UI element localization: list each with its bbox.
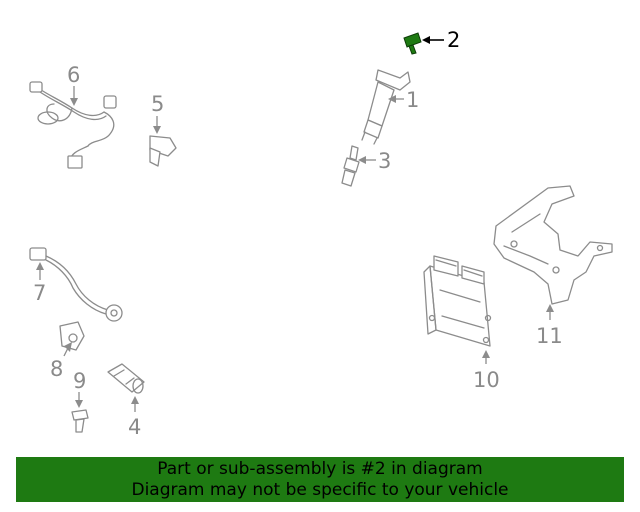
callout-5[interactable]: 5 [151,92,164,116]
callout-6-leader [70,86,78,106]
callout-4-leader [131,396,139,412]
callout-11[interactable]: 11 [536,324,563,348]
callout-8[interactable]: 8 [50,357,63,381]
callout-9[interactable]: 9 [73,369,86,393]
part-11-bracket [493,185,613,305]
callout-3-leader [358,156,376,164]
callout-2[interactable]: 2 [447,28,460,52]
part-7-knock-sensor [29,247,123,322]
callout-9-leader [75,392,83,408]
part-8-sensor [59,321,85,351]
callout-1[interactable]: 1 [406,88,419,112]
info-banner: Part or sub-assembly is #2 in diagram Di… [16,457,624,502]
callout-8-leader [63,342,72,357]
callout-10-leader [482,350,490,364]
part-10-ecu [423,255,492,347]
callout-5-leader [153,116,161,134]
banner-line-2: Diagram may not be specific to your vehi… [131,480,509,500]
part-5-sensor [149,135,177,167]
callout-7-leader [36,262,44,280]
callout-10[interactable]: 10 [473,368,500,392]
callout-4[interactable]: 4 [128,415,141,439]
callout-11-leader [546,304,554,320]
callout-3[interactable]: 3 [378,149,391,173]
part-9-bolt [71,409,89,433]
part-3-spark-plug [341,145,360,187]
part-2-bolt[interactable] [403,32,422,55]
callout-7[interactable]: 7 [33,281,46,305]
part-4-cam-sensor [107,363,145,394]
part-6-wiring-harness [29,81,117,169]
callout-2-leader [422,36,444,44]
part-1-ignition-coil [361,69,411,145]
banner-line-1: Part or sub-assembly is #2 in diagram [157,459,483,479]
callout-6[interactable]: 6 [67,63,80,87]
callout-1-leader [388,95,404,103]
